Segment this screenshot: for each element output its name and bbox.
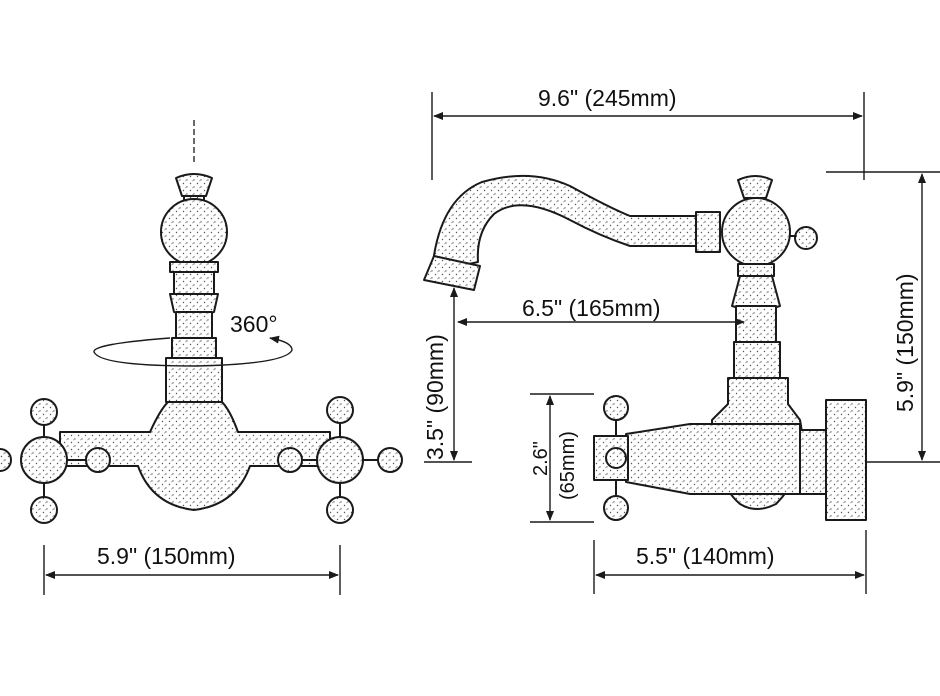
- length-dimension: [431, 92, 865, 180]
- front-width-dimension: [43, 545, 341, 595]
- rotation-arrow: [93, 335, 293, 367]
- reach-label: 6.5" (165mm): [522, 295, 661, 321]
- length-label: 9.6" (245mm): [538, 85, 677, 111]
- depth-dimension: [593, 530, 867, 594]
- mount-inch-label: 2.6": [530, 441, 552, 476]
- depth-label: 5.5" (140mm): [636, 543, 775, 569]
- mount-mm-label: (65mm): [557, 431, 579, 500]
- front-width-label: 5.9" (150mm): [97, 543, 236, 569]
- front-right-handle: [277, 396, 403, 524]
- height-dimension: [826, 171, 940, 463]
- front-left-handle: [0, 398, 111, 524]
- height-label: 5.9" (150mm): [892, 273, 918, 412]
- mount-dimension: [530, 393, 594, 523]
- spout-height-label: 3.5" (90mm): [422, 334, 448, 460]
- rotation-label: 360°: [230, 311, 278, 337]
- side-view-faucet: [423, 174, 867, 521]
- front-view-faucet: [0, 120, 403, 524]
- spout-height-dimension: [424, 287, 472, 463]
